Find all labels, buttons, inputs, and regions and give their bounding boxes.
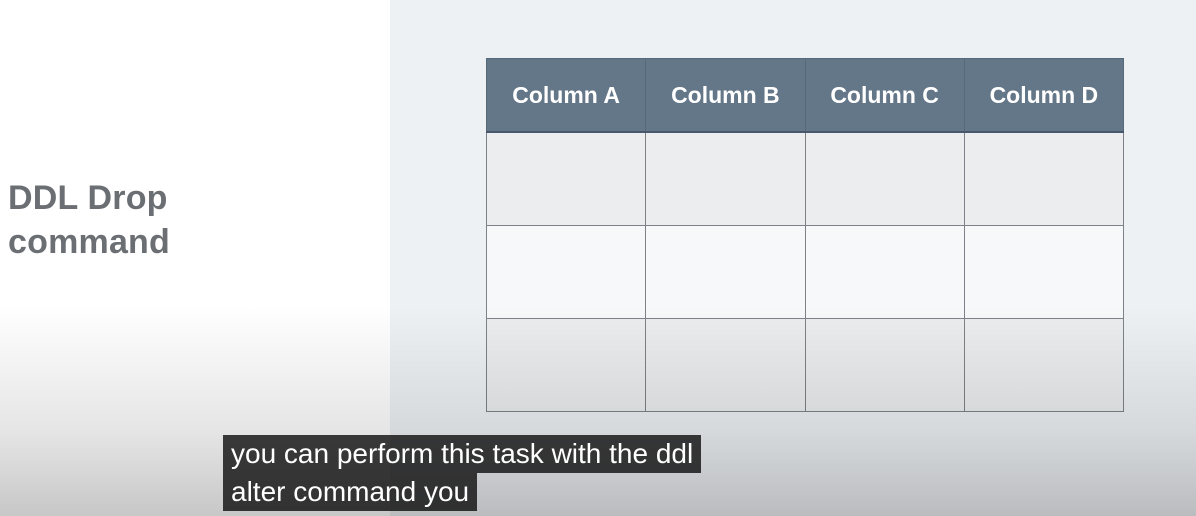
table-cell <box>963 225 1125 319</box>
slide-title: DDL Drop command <box>8 176 170 264</box>
column-header-a: Column A <box>485 58 647 133</box>
table-cell <box>645 131 806 226</box>
table-cell <box>804 131 965 226</box>
column-header-c: Column C <box>804 58 965 133</box>
table-row <box>485 225 1125 319</box>
video-caption: you can perform this task with the ddl a… <box>223 435 702 511</box>
diagram-table-container: Column A Column B Column C Column D <box>485 58 1125 412</box>
table-cell <box>645 225 806 319</box>
table-cell <box>804 225 965 319</box>
table-header-row: Column A Column B Column C Column D <box>485 58 1125 133</box>
table-row <box>485 318 1125 412</box>
table-cell <box>485 131 647 226</box>
diagram-table: Column A Column B Column C Column D <box>485 58 1125 412</box>
column-header-b: Column B <box>645 58 806 133</box>
caption-line-2: alter command you <box>223 473 478 511</box>
table-row <box>485 131 1125 226</box>
table-cell <box>485 225 647 319</box>
table-cell <box>485 318 647 412</box>
table-cell <box>963 131 1125 226</box>
caption-line-1: you can perform this task with the ddl <box>223 435 702 473</box>
left-panel: DDL Drop command <box>0 0 390 516</box>
table-cell <box>645 318 806 412</box>
column-header-d: Column D <box>963 58 1125 133</box>
slide-title-line-1: DDL Drop <box>8 179 168 217</box>
table-cell <box>804 318 965 412</box>
slide-title-line-2: command <box>8 223 170 261</box>
table-cell <box>963 318 1125 412</box>
